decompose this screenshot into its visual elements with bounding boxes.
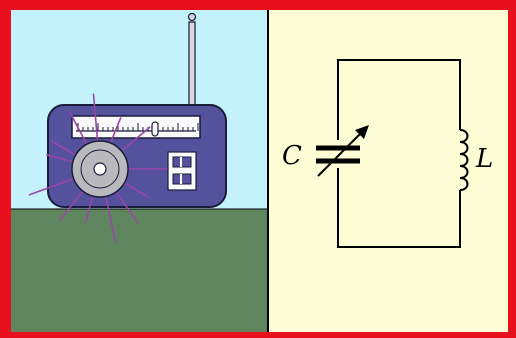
- tuning-needle: [151, 121, 159, 137]
- inductor-coil-icon: [459, 129, 469, 191]
- capacitor-label: C: [282, 141, 302, 171]
- circuit-wires: [337, 59, 461, 248]
- ground-background: [11, 209, 268, 332]
- radio-buttons-panel: [167, 151, 197, 191]
- speaker-icon: [71, 140, 129, 198]
- right-panel: [268, 10, 508, 332]
- inductor-label: L: [475, 144, 493, 174]
- lc-circuit: C L: [282, 59, 493, 248]
- variable-capacitor-icon: [316, 125, 369, 177]
- antenna-icon: [187, 12, 197, 111]
- radio-icon: [28, 12, 227, 244]
- tuning-dial-icon: [71, 115, 201, 139]
